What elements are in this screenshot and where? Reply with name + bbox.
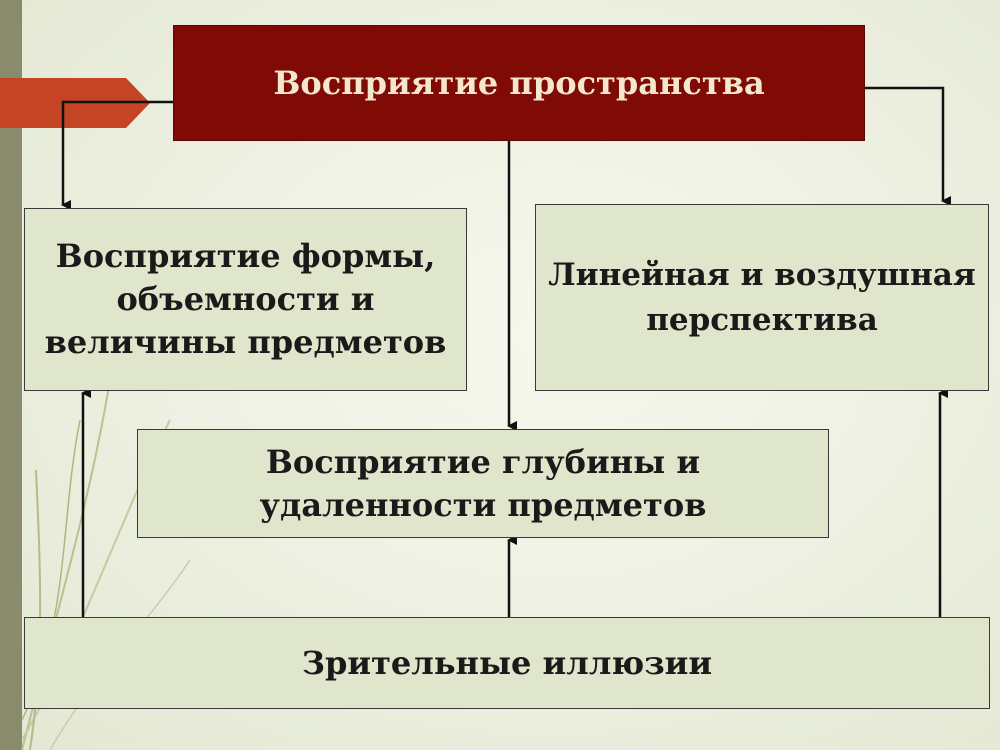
title-node-label: Восприятие пространства <box>273 64 765 102</box>
perspective-label: Линейная и воздушная перспектива <box>548 256 976 338</box>
depth-perception-label: Восприятие глубины и удаленности предмет… <box>259 442 707 524</box>
visual-illusions-label: Зрительные иллюзии <box>301 644 713 682</box>
form-perception-label: Восприятие формы, объемности и величины … <box>44 237 447 361</box>
arrow-title-to-form <box>61 100 173 210</box>
depth-perception-node: Восприятие глубины и удаленности предмет… <box>137 429 829 538</box>
arrow-title-to-perspective <box>865 86 951 206</box>
slide-side-bar <box>0 0 22 750</box>
title-node: Восприятие пространства <box>173 25 865 141</box>
form-perception-node: Восприятие формы, объемности и величины … <box>24 208 467 391</box>
visual-illusions-node: Зрительные иллюзии <box>24 617 990 709</box>
perspective-node: Линейная и воздушная перспектива <box>535 204 989 391</box>
